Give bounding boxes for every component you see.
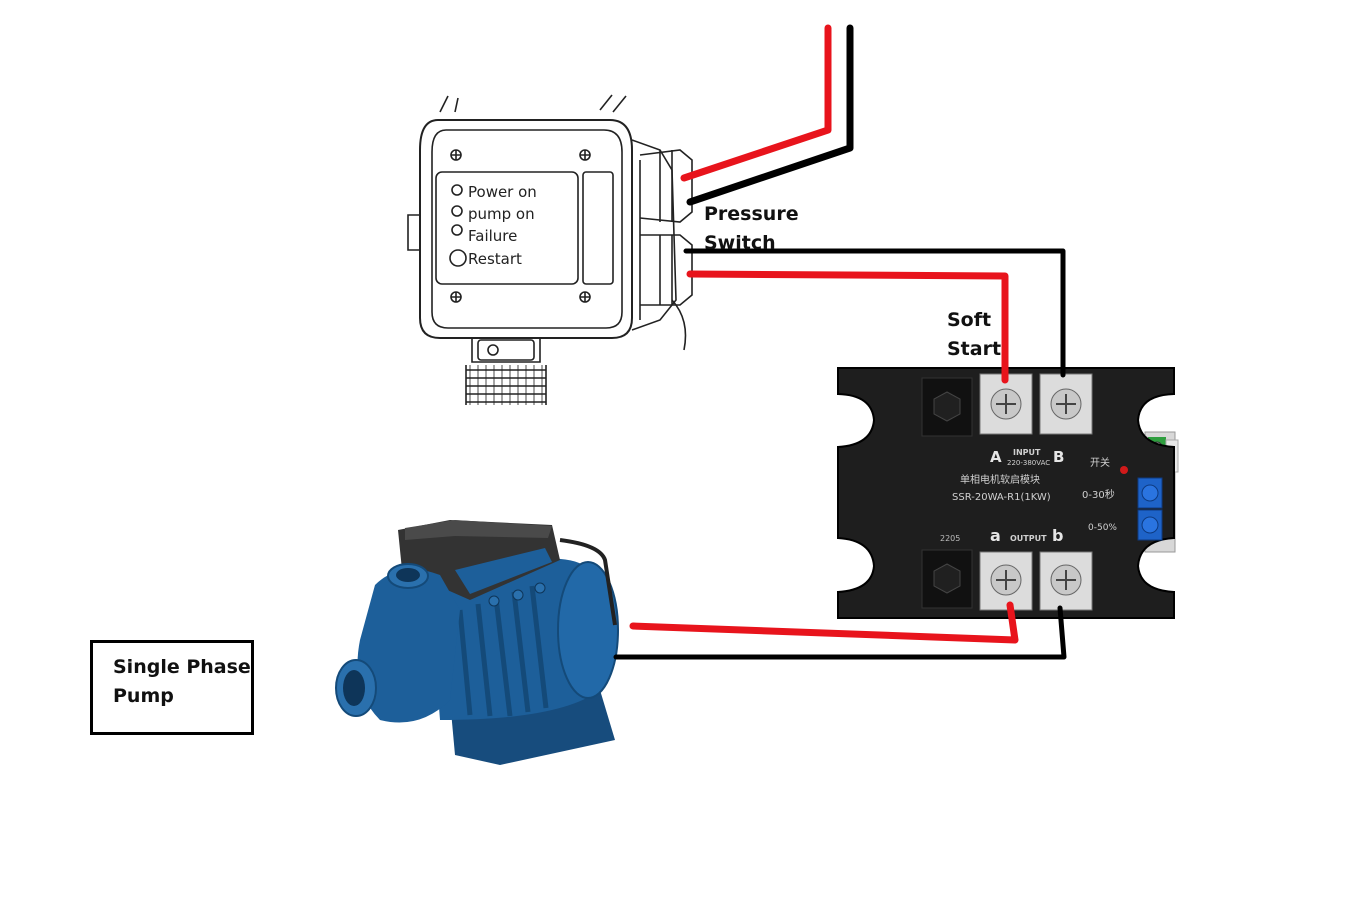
status-led-icon (1120, 466, 1128, 474)
pressure-switch (407, 94, 693, 405)
single-phase-pump (335, 520, 619, 765)
pressure-switch-label-line1: Pressure (704, 203, 799, 225)
code-text: 2205 (940, 534, 960, 543)
model-text: SSR-20WA-R1(1KW) (952, 492, 1051, 503)
pump-label-line1: Single Phase (113, 656, 251, 678)
chinese-title: 单相电机软启模块 (960, 473, 1040, 486)
terminal-label-b: B (1053, 448, 1064, 466)
supply-neutral-wire (686, 24, 854, 206)
indicator-pump-on: pump on (468, 205, 535, 223)
wires (613, 24, 1067, 660)
pump-label-box: Single Phase Pump (90, 640, 254, 735)
range-time-text: 0-30秒 (1082, 488, 1115, 501)
output-label-b: b (1052, 526, 1063, 545)
terminal-label-a: A (990, 448, 1002, 466)
input-text: INPUT (1013, 448, 1041, 457)
output-terminal-b (1039, 551, 1093, 611)
supply-live-wire (680, 24, 832, 182)
output-text: OUTPUT (1010, 534, 1047, 543)
output-label-a: a (990, 526, 1001, 545)
indicator-failure: Failure (468, 227, 517, 245)
switch-neutral-wire (683, 248, 1066, 378)
soft-start-label-line1: Soft (947, 309, 992, 331)
indicator-power-on: Power on (468, 183, 537, 201)
soft-start-module: A INPUT 220-380VAC B 开关 单相电机软启模块 SSR-20W… (837, 367, 1179, 619)
range-percent-text: 0-50% (1088, 523, 1117, 533)
pressure-switch-indicator-labels: Power on pump on Failure Restart (468, 183, 537, 268)
switch-text: 开关 (1090, 456, 1110, 469)
switch-live-wire (686, 270, 1009, 384)
pump-label-line2: Pump (113, 685, 174, 707)
output-live-wire (629, 601, 1019, 644)
pressure-switch-label-line2: Switch (704, 232, 776, 249)
indicator-restart: Restart (468, 250, 522, 268)
output-neutral-wire (613, 605, 1067, 660)
soft-start-label-line2: Start (947, 338, 1002, 360)
voltage-text: 220-380VAC (1007, 459, 1050, 467)
output-terminal-a (979, 551, 1033, 611)
